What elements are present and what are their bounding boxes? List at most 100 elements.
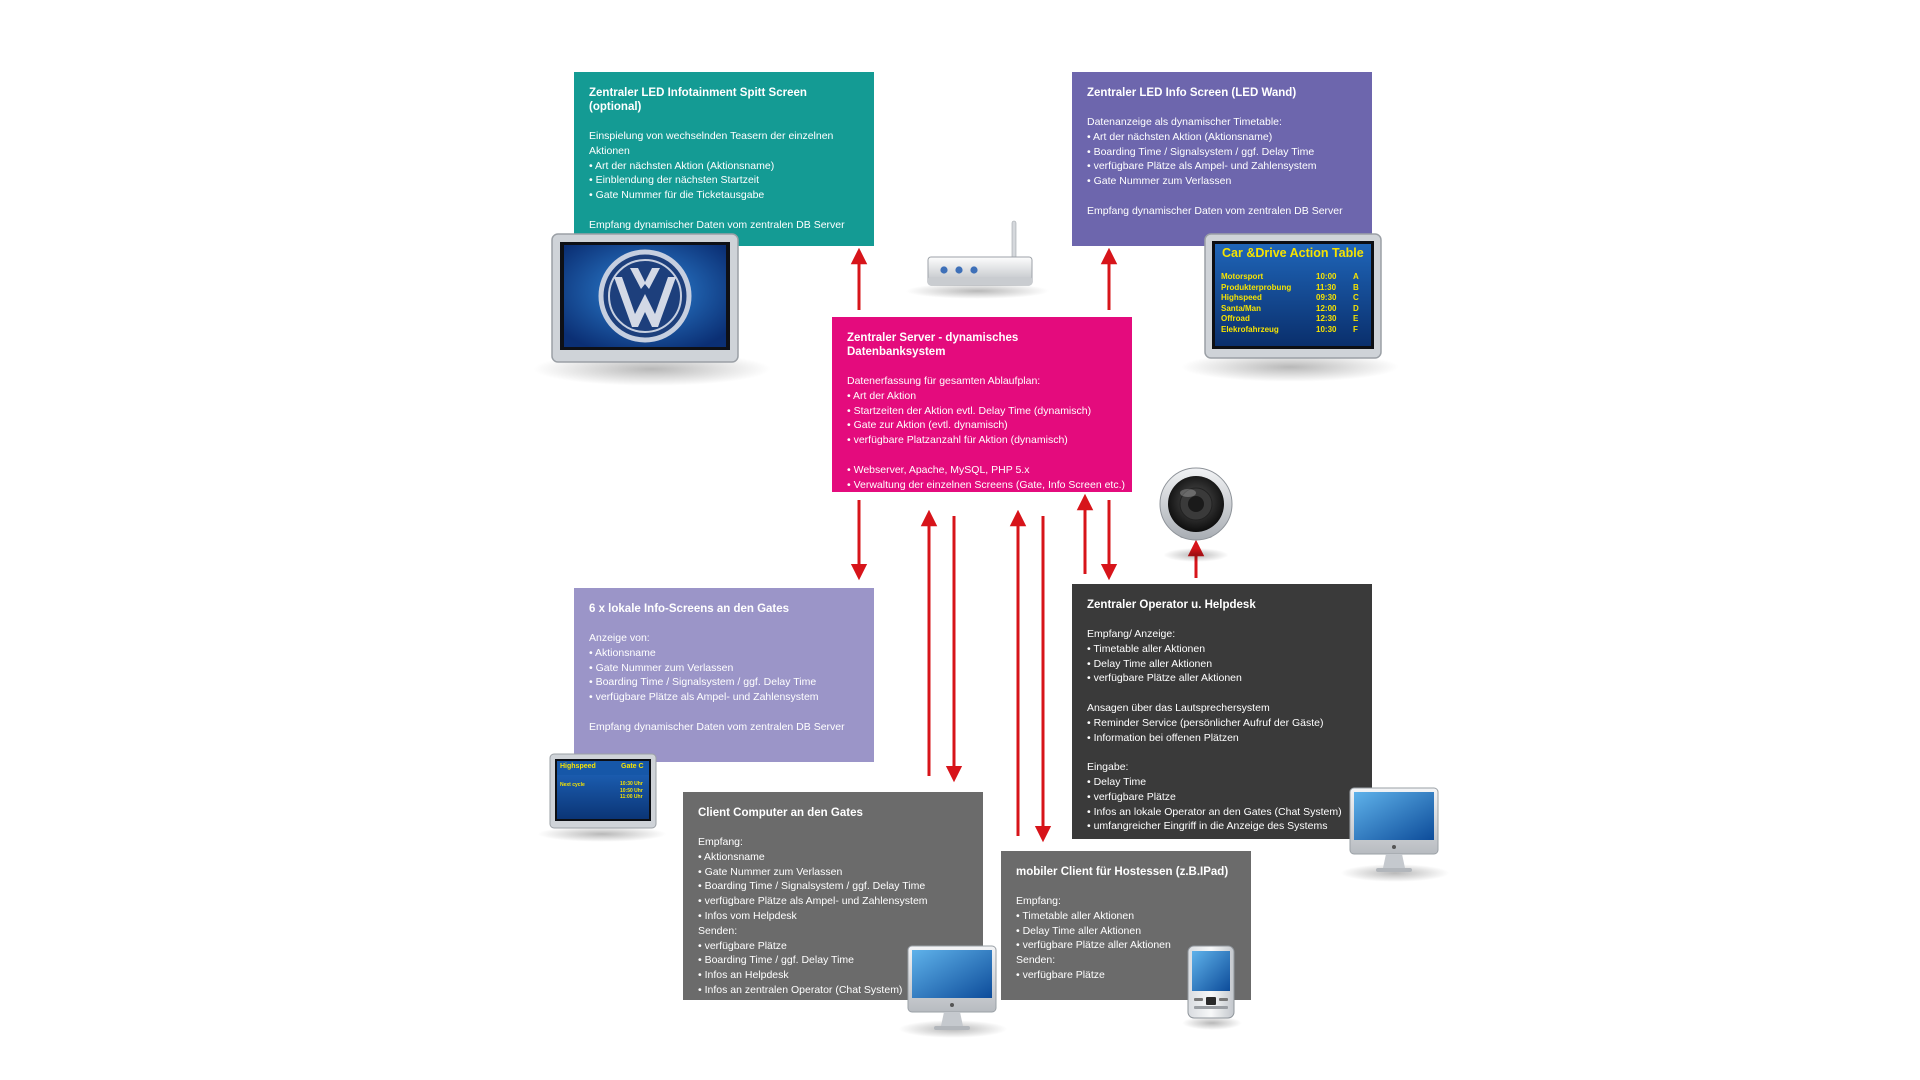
box-line: • Boarding Time / ggf. Delay Time xyxy=(698,954,854,967)
action-table-monitor xyxy=(1204,233,1382,359)
speaker-icon xyxy=(1159,467,1233,541)
box-title: Zentraler LED Info Screen (LED Wand) xyxy=(1087,87,1297,99)
box-line: • Boarding Time / Signalsystem / ggf. De… xyxy=(698,880,926,893)
box-line: • verfügbare Plätze als Ampel- und Zahle… xyxy=(1087,160,1317,173)
box-line: • Delay Time aller Aktionen xyxy=(1016,924,1142,937)
box-line: Empfang dynamischer Daten vom zentralen … xyxy=(1087,204,1343,217)
gate-screen-gate: Gate C xyxy=(621,763,644,770)
led-wall-box: Zentraler LED Info Screen (LED Wand) Dat… xyxy=(1072,72,1372,246)
box-line: • Information bei offenen Plätzen xyxy=(1087,731,1239,744)
gate-info-screen-monitor xyxy=(549,753,657,829)
action-gate: D xyxy=(1353,303,1359,313)
box-line: • Infos an zentralen Operator (Chat Syst… xyxy=(698,983,903,996)
box-line: • verfügbare Plätze aller Aktionen xyxy=(1016,939,1171,952)
box-title: Zentraler LED Infotainment Spitt Screen … xyxy=(589,87,807,113)
action-gate: F xyxy=(1353,324,1358,334)
action-name: Highspeed xyxy=(1221,293,1262,303)
led-split-screen-box: Zentraler LED Infotainment Spitt Screen … xyxy=(574,72,874,246)
box-line: • verfügbare Plätze xyxy=(698,939,787,952)
action-table-title: Car &Drive Action Table xyxy=(1222,246,1364,260)
box-line: • verfügbare Plätze aller Aktionen xyxy=(1087,672,1242,685)
table-row: Motorsport 10:00 A xyxy=(1221,272,1371,283)
box-line: Einspielung von wechselnden Teasern der … xyxy=(589,130,834,142)
router-icon xyxy=(927,220,1033,286)
box-line: • umfangreicher Eingriff in die Anzeige … xyxy=(1087,820,1328,833)
box-line: Aktionen xyxy=(589,144,630,157)
action-name: Santa/Man xyxy=(1221,303,1262,313)
box-line: • Art der nächsten Aktion (Aktionsname) xyxy=(589,159,775,172)
box-line: Empfang dynamischer Daten vom zentralen … xyxy=(589,720,845,733)
table-row: Highspeed 09:30 C xyxy=(1221,293,1371,304)
action-gate: E xyxy=(1353,314,1359,324)
central-server-box: Zentraler Server - dynamisches Datenbank… xyxy=(832,317,1132,492)
gate-screen-time: 11:00 Uhr xyxy=(620,794,643,800)
box-line: • Gate Nummer zum Verlassen xyxy=(589,661,734,674)
box-line: • Aktionsname xyxy=(589,646,656,659)
action-gate: C xyxy=(1353,293,1359,303)
box-title: mobiler Client für Hostessen (z.B.IPad) xyxy=(1016,866,1229,878)
box-title: Zentraler Operator u. Helpdesk xyxy=(1087,599,1256,611)
table-row: Offroad 12:30 E xyxy=(1221,314,1371,325)
box-line: Empfang/ Anzeige: xyxy=(1087,628,1176,640)
mobile-device-icon xyxy=(1187,945,1235,1019)
box-line: • Infos vom Helpdesk xyxy=(698,909,797,922)
box-line: • Boarding Time / Signalsystem / ggf. De… xyxy=(589,676,817,689)
gate-screen-time: 10:50 Uhr xyxy=(620,787,643,794)
action-time: 11:30 xyxy=(1316,282,1337,292)
action-gate: A xyxy=(1353,272,1359,281)
box-line: Senden: xyxy=(698,924,738,937)
box-line: • verfügbare Plätze xyxy=(1016,968,1105,981)
box-line: • Gate Nummer für die Ticketausgabe xyxy=(589,189,765,202)
box-line: Senden: xyxy=(1016,954,1056,967)
box-line: • Art der nächsten Aktion (Aktionsname) xyxy=(1087,130,1273,143)
operator-helpdesk-box: Zentraler Operator u. Helpdesk Empfang/ … xyxy=(1072,584,1372,839)
box-line: Datenerfassung für gesamten Ablaufplan: xyxy=(847,375,1041,387)
action-time: 10:30 xyxy=(1316,324,1337,334)
gate-screen-next-label: Next cycle xyxy=(560,782,585,788)
box-line: Eingabe: xyxy=(1087,761,1129,774)
box-line: Empfang: xyxy=(698,836,743,848)
box-line: • verfügbare Plätze als Ampel- und Zahle… xyxy=(698,895,928,908)
local-info-screens-box: 6 x lokale Info-Screens an den Gates Anz… xyxy=(574,588,874,762)
box-title: 6 x lokale Info-Screens an den Gates xyxy=(589,603,790,615)
gate-screen-time: 10:30 Uhr xyxy=(620,781,643,787)
box-line: • Gate Nummer zum Verlassen xyxy=(1087,175,1232,188)
box-line: • verfügbare Platzanzahl für Aktion (dyn… xyxy=(847,434,1068,447)
action-table: Motorsport 10:00 A Produkterprobung 11:3… xyxy=(1221,272,1371,336)
box-line: • Gate zur Aktion (evtl. dynamisch) xyxy=(847,419,1008,432)
box-line: Datenanzeige als dynamischer Timetable: xyxy=(1087,116,1282,128)
action-name: Produkterprobung xyxy=(1221,282,1292,292)
client-imac-icon xyxy=(907,945,997,1030)
box-line: • Startzeiten der Aktion evtl. Delay Tim… xyxy=(847,404,1092,417)
box-line: • verfügbare Plätze xyxy=(1087,790,1176,803)
box-line: • Verwaltung der einzelnen Screens (Gate… xyxy=(847,478,1125,491)
action-time: 09:30 xyxy=(1316,293,1337,303)
box-line: • Delay Time xyxy=(1087,775,1147,788)
box-line: • verfügbare Plätze als Ampel- und Zahle… xyxy=(589,691,819,704)
action-gate: B xyxy=(1353,282,1359,292)
box-line: Ansagen über das Lautsprechersystem xyxy=(1087,701,1270,714)
action-name: Elekrofahrzeug xyxy=(1221,324,1279,334)
box-line: • Einblendung der nächsten Startzeit xyxy=(589,174,760,187)
box-line: • Webserver, Apache, MySQL, PHP 5.x xyxy=(847,463,1030,476)
table-row: Santa/Man 12:00 D xyxy=(1221,304,1371,315)
mobile-client-box: mobiler Client für Hostessen (z.B.IPad) … xyxy=(1001,851,1251,1000)
box-title: Client Computer an den Gates xyxy=(698,807,863,819)
box-line: • Boarding Time / Signalsystem / ggf. De… xyxy=(1087,145,1315,158)
table-row: Elekrofahrzeug 10:30 F xyxy=(1221,325,1371,336)
box-line: • Timetable aller Aktionen xyxy=(1087,642,1206,655)
gate-screen-times: 10:30 Uhr 10:50 Uhr 11:00 Uhr xyxy=(620,781,643,801)
action-time: 10:00 xyxy=(1316,272,1337,281)
box-line: Empfang: xyxy=(1016,895,1061,907)
box-line: Anzeige von: xyxy=(589,632,650,644)
box-line: • Aktionsname xyxy=(698,850,765,863)
vw-screen-monitor xyxy=(551,233,739,363)
box-line: • Gate Nummer zum Verlassen xyxy=(698,865,843,878)
box-line: • Timetable aller Aktionen xyxy=(1016,909,1135,922)
vw-logo-icon xyxy=(598,249,692,343)
action-time: 12:00 xyxy=(1316,303,1337,313)
box-line: • Art der Aktion xyxy=(847,389,917,402)
box-title: Zentraler Server - dynamisches Datenbank… xyxy=(847,332,1019,358)
operator-imac-icon xyxy=(1349,787,1439,872)
box-line: • Infos an Helpdesk xyxy=(698,969,789,982)
